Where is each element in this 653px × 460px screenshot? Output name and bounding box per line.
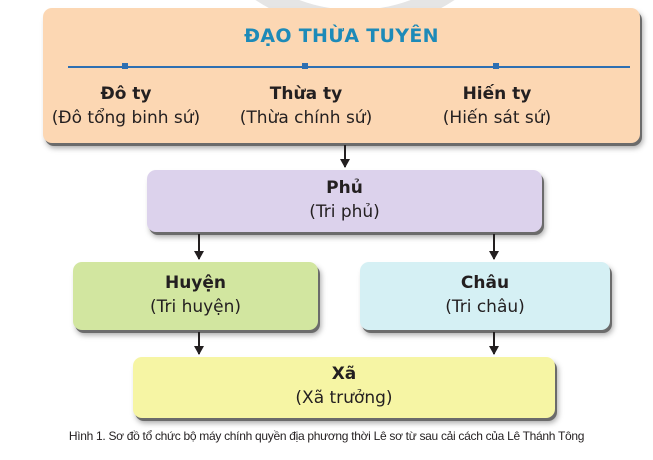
arrow-down-icon: [194, 234, 204, 260]
office-official: (Hiến sát sứ): [442, 108, 552, 128]
arrow-down-icon: [489, 234, 499, 260]
chau-box: Châu (Tri châu): [360, 262, 610, 330]
arrow-down-icon: [194, 332, 204, 355]
arrow-down-icon: [489, 332, 499, 355]
divider-line: [68, 66, 630, 68]
chau-name: Châu: [460, 273, 510, 293]
xa-name: Xã: [331, 364, 357, 384]
xa-box: Xã (Xã trưởng): [133, 357, 555, 418]
chau-official: (Tri châu): [445, 297, 525, 317]
office-hien-ty: Hiến ty (Hiến sát sứ): [397, 82, 597, 130]
huyen-name: Huyện: [164, 273, 227, 293]
arrow-down-icon: [340, 145, 350, 168]
connector-tick: [302, 63, 308, 69]
huyen-box: Huyện (Tri huyện): [73, 262, 318, 330]
office-thua-ty: Thừa ty (Thừa chính sứ): [206, 82, 406, 130]
dao-thua-tuyen-box: ĐẠO THỪA TUYÊN Đô ty (Đô tổng binh sứ) T…: [43, 8, 640, 143]
phu-box: Phủ (Tri phủ): [147, 170, 542, 232]
connector-tick: [122, 63, 128, 69]
office-name: Hiến ty: [462, 84, 532, 104]
office-name: Thừa ty: [269, 84, 343, 104]
huyen-official: (Tri huyện): [149, 297, 242, 317]
dao-thua-tuyen-title: ĐẠO THỪA TUYÊN: [244, 25, 439, 47]
office-name: Đô ty: [100, 84, 152, 104]
office-do-ty: Đô ty (Đô tổng binh sứ): [26, 82, 226, 130]
xa-official: (Xã trưởng): [295, 388, 393, 408]
connector-tick: [493, 63, 499, 69]
office-official: (Thừa chính sứ): [239, 108, 373, 128]
phu-name: Phủ: [326, 178, 363, 198]
office-official: (Đô tổng binh sứ): [51, 108, 201, 128]
figure-caption: Hình 1. Sơ đồ tổ chức bộ máy chính quyền…: [68, 429, 585, 443]
phu-official: (Tri phủ): [309, 202, 380, 222]
